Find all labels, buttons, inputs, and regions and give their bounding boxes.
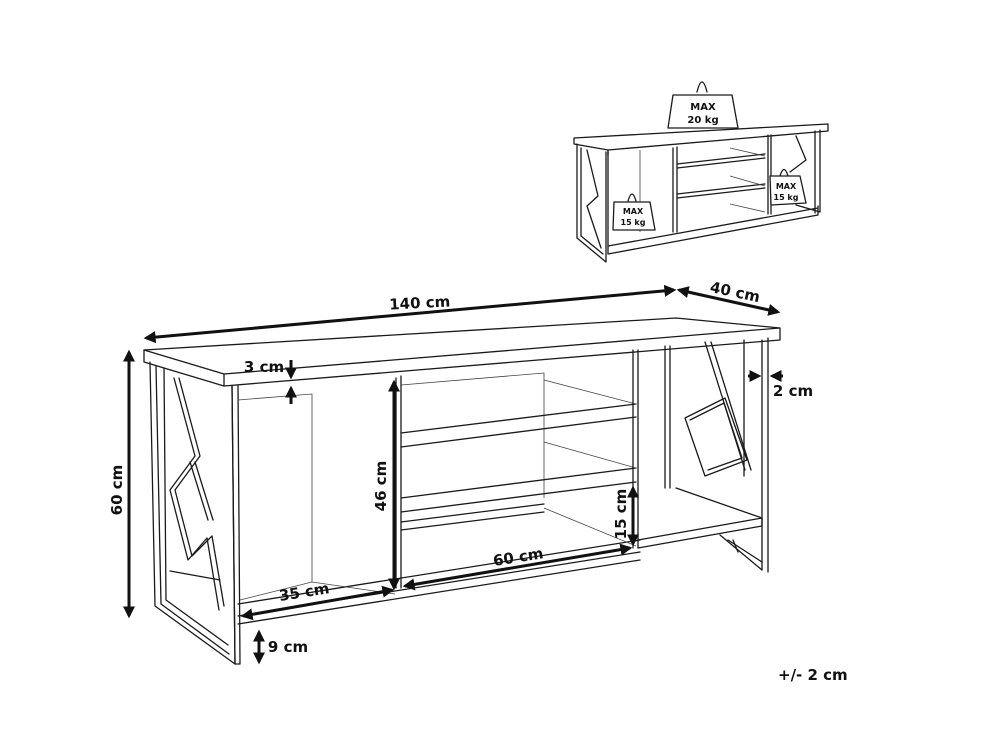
dimension-inner-height: 46 cm [372, 379, 400, 591]
svg-text:60 cm: 60 cm [108, 465, 126, 516]
svg-text:3 cm: 3 cm [244, 358, 284, 376]
svg-text:MAX: MAX [623, 207, 644, 216]
dimension-width: 140 cm [143, 284, 677, 344]
dimension-top-thickness: 3 cm [244, 358, 297, 404]
dimension-depth: 40 cm [676, 278, 781, 316]
svg-text:15 kg: 15 kg [621, 218, 646, 227]
dimension-left-compartment: 35 cm [240, 579, 395, 621]
dimension-height: 60 cm [108, 349, 135, 619]
dimension-shelf-spacing: 15 cm [612, 485, 639, 547]
tolerance-note: +/- 2 cm [778, 666, 848, 684]
load-thumbnail: MAX 20 kg MAX 15 kg MAX 15 kg [573, 81, 829, 263]
weight-icon-top: MAX 20 kg [667, 81, 739, 129]
svg-text:MAX: MAX [776, 182, 797, 191]
svg-text:60 cm: 60 cm [492, 544, 545, 570]
svg-text:15 cm: 15 cm [612, 489, 630, 540]
svg-text:15 kg: 15 kg [774, 193, 799, 202]
svg-text:MAX: MAX [690, 102, 716, 113]
weight-icon-left: MAX 15 kg [612, 193, 656, 231]
main-drawing [143, 317, 781, 665]
dimension-frame-thickness: 2 cm [748, 370, 813, 400]
svg-text:46 cm: 46 cm [372, 461, 390, 512]
dimension-floor-clearance: 9 cm [253, 629, 308, 665]
svg-text:20 kg: 20 kg [687, 115, 718, 126]
svg-text:9 cm: 9 cm [268, 638, 308, 656]
weight-icon-right: MAX 15 kg [769, 168, 807, 206]
svg-text:140 cm: 140 cm [389, 292, 451, 313]
svg-text:2 cm: 2 cm [773, 382, 813, 400]
